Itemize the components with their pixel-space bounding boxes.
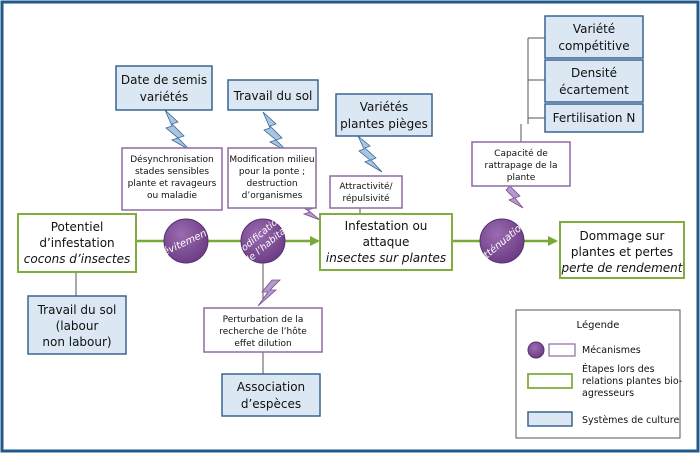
modif-milieu-line1: Modification milieu <box>229 155 314 165</box>
system-densite-line2: écartement <box>559 83 629 97</box>
lightning-bolts <box>164 109 524 307</box>
stage-potentiel: Potentiel d’infestation cocons d’insecte… <box>17 213 137 273</box>
system-varietes-pieges-line2: plantes pièges <box>340 117 428 131</box>
legend-systemes: Systèmes de culture <box>582 415 679 426</box>
capacite-line2: rattrapage de la <box>485 161 558 171</box>
modif-milieu-line2: pour la ponte ; <box>239 167 305 177</box>
system-association: Association d’espèces <box>221 373 321 417</box>
perturbation-line1: Perturbation de la <box>223 315 304 325</box>
attractivite-line2: répulsivité <box>342 193 390 204</box>
legend-etapes-line2: relations plantes bio- <box>582 376 682 387</box>
modif-milieu-line3: destruction <box>246 179 297 189</box>
system-date-semis-line2: variétés <box>140 90 188 104</box>
modif-milieu-line4: d’organismes <box>242 191 303 201</box>
system-varietes-pieges: Variétés plantes pièges <box>335 93 433 137</box>
stage-potentiel-line1: Potentiel <box>51 220 104 234</box>
lightning-icon <box>505 185 524 209</box>
system-travail-sol-bottom: Travail du sol (labour non labour) <box>27 295 127 355</box>
system-date-semis-line1: Date de semis <box>121 73 207 87</box>
legend-mecanismes: Mécanismes <box>582 345 641 356</box>
desynchro-line4: ou maladie <box>147 191 198 201</box>
system-travail-sol-top: Travail du sol <box>227 79 319 111</box>
system-association-line1: Association <box>237 380 305 394</box>
legend-mechanism-box <box>548 343 576 357</box>
system-fertilisation: Fertilisation N <box>544 103 644 133</box>
desynchro-line1: Désynchronisation <box>130 154 214 165</box>
desynchro-line3: plante et ravageurs <box>128 179 217 189</box>
perturbation-line2: recherche de l’hôte <box>219 326 307 337</box>
system-variete-competitive: Variété compétitive <box>544 15 644 59</box>
system-densite-line1: Densité <box>571 66 617 80</box>
connectors <box>75 37 558 374</box>
mechanism-box-desynchro: Désynchronisation stades sensibles plant… <box>121 147 223 211</box>
stage-infestation-line2: attaque <box>363 235 410 249</box>
mechanism-box-attractivite: Attractivité/ répulsivité <box>329 175 403 209</box>
system-variete-competitive-line1: Variété <box>573 22 615 36</box>
stage-dommage-line3: perte de rendement <box>561 261 684 275</box>
legend-etapes-line1: Étapes lors des <box>582 363 655 375</box>
system-travail-sol-bottom-line3: non labour) <box>42 335 111 349</box>
stage-potentiel-line3: cocons d’insectes <box>24 252 131 266</box>
system-varietes-pieges-line1: Variétés <box>360 100 409 114</box>
stage-infestation-line3: insectes sur plantes <box>326 251 446 265</box>
capacite-line1: Capacité de <box>494 148 548 159</box>
stage-dommage-line1: Dommage sur <box>580 229 665 243</box>
legend-etapes-line3: agresseurs <box>582 388 634 399</box>
legend-title: Légende <box>577 319 620 331</box>
mechanism-evitement: évitement <box>161 218 213 264</box>
system-association-line2: d’espèces <box>241 397 301 411</box>
legend: Légende Mécanismes Étapes lors des relat… <box>515 309 682 439</box>
system-date-semis: Date de semis variétés <box>115 65 213 111</box>
system-travail-sol-bottom-line1: Travail du sol <box>37 303 117 317</box>
stage-infestation: Infestation ou attaque insectes sur plan… <box>319 213 453 271</box>
lightning-icon <box>357 135 383 173</box>
legend-stage-box <box>527 373 573 389</box>
system-variete-competitive-line2: compétitive <box>558 39 629 53</box>
stage-potentiel-line2: d’infestation <box>39 236 114 250</box>
legend-mechanism-circle <box>527 341 545 359</box>
system-fertilisation-label: Fertilisation N <box>553 111 636 125</box>
attractivite-line1: Attractivité/ <box>339 181 393 192</box>
stage-infestation-line1: Infestation ou <box>345 219 428 233</box>
capacite-line3: plante <box>507 173 536 183</box>
system-travail-sol-top-label: Travail du sol <box>233 89 313 103</box>
perturbation-line3: effet dilution <box>234 339 291 349</box>
legend-system-box <box>527 411 573 427</box>
mechanism-box-modif-milieu: Modification milieu pour la ponte ; dest… <box>227 147 317 209</box>
mechanism-habitat: Modification de l’habitat <box>233 213 292 267</box>
desynchro-line2: stades sensibles <box>135 167 209 177</box>
system-travail-sol-bottom-line2: (labour <box>56 319 99 333</box>
lightning-icon <box>257 279 281 307</box>
stage-dommage: Dommage sur plantes et pertes perte de r… <box>559 221 685 279</box>
mechanism-box-capacite: Capacité de rattrapage de la plante <box>471 141 571 187</box>
mechanism-box-perturbation: Perturbation de la recherche de l’hôte e… <box>203 307 323 353</box>
system-densite: Densité écartement <box>544 59 644 103</box>
stage-dommage-line2: plantes et pertes <box>571 245 673 259</box>
